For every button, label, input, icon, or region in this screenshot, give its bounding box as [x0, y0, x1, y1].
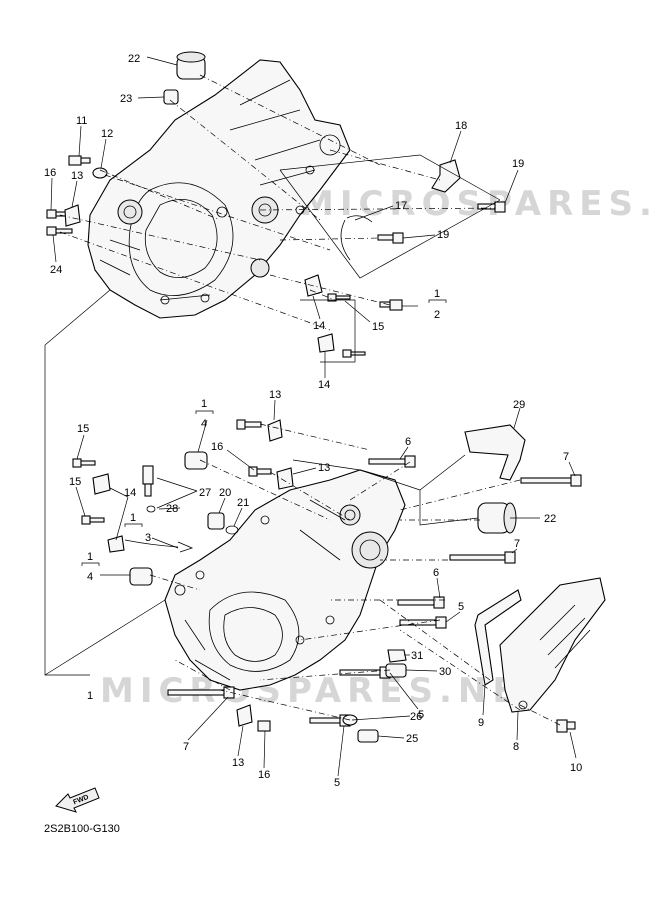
callout-22: 22: [128, 53, 140, 65]
callout-5: 5: [334, 777, 340, 789]
callout-23: 23: [120, 93, 132, 105]
group-brackets: [81, 299, 447, 566]
lower-centerlines: [149, 423, 561, 726]
callout-13: 13: [318, 462, 330, 474]
callout-1: 1: [87, 551, 93, 563]
callout-24: 24: [50, 264, 62, 276]
callout-13: 13: [71, 170, 83, 182]
callout-1: 1: [87, 690, 93, 702]
callout-leaders: [50, 56, 577, 777]
callout-12: 12: [101, 128, 113, 140]
fwd-arrow-icon: FWD: [55, 787, 100, 813]
callout-18: 18: [455, 120, 467, 132]
callout-1: 1: [201, 398, 207, 410]
callout-13: 13: [232, 757, 244, 769]
callout-14: 14: [313, 320, 325, 332]
callout-7: 7: [183, 741, 189, 753]
callout-1: 1: [130, 512, 136, 524]
callout-30: 30: [439, 666, 451, 678]
callout-16: 16: [44, 167, 56, 179]
diagram-code: 2S2B100-G130: [44, 823, 120, 835]
callout-17: 17: [395, 200, 407, 212]
callout-4: 4: [87, 571, 93, 583]
group-line-1: [44, 289, 166, 676]
callout-5: 5: [418, 709, 424, 721]
callout-7: 7: [563, 451, 569, 463]
callout-22: 22: [544, 513, 556, 525]
callout-21: 21: [237, 497, 249, 509]
callout-25: 25: [406, 733, 418, 745]
callout-5: 5: [458, 601, 464, 613]
callout-3: 3: [145, 532, 151, 544]
callout-14: 14: [124, 487, 136, 499]
callout-16: 16: [258, 769, 270, 781]
callout-15: 15: [69, 476, 81, 488]
callout-4: 4: [201, 418, 207, 430]
callout-6: 6: [433, 567, 439, 579]
callout-29: 29: [513, 399, 525, 411]
callout-6: 6: [405, 436, 411, 448]
callout-2: 2: [434, 309, 440, 321]
upper-centerlines: [59, 74, 496, 331]
watermark-upper: MICROSPARES.NET: [300, 184, 651, 224]
upper-boundary-lines: [279, 154, 501, 363]
callout-numbers: 22 23 11 12 18 19 16 13 17 19 24 1 2 14 …: [44, 53, 582, 789]
callout-15: 15: [77, 423, 89, 435]
crankcase-right-half: [87, 59, 351, 319]
callout-10: 10: [570, 762, 582, 774]
callout-8: 8: [513, 741, 519, 753]
callout-19: 19: [512, 158, 524, 170]
callout-31: 31: [411, 650, 423, 662]
callout-15: 15: [372, 321, 384, 333]
callout-26: 26: [410, 711, 422, 723]
callout-7: 7: [514, 538, 520, 550]
callout-14: 14: [318, 379, 330, 391]
callout-13: 13: [269, 389, 281, 401]
callout-11: 11: [76, 115, 87, 127]
callout-16: 16: [211, 441, 223, 453]
callout-1: 1: [434, 288, 440, 300]
callout-9: 9: [478, 717, 484, 729]
callout-28: 28: [166, 503, 178, 515]
callout-20: 20: [219, 487, 231, 499]
callout-19: 19: [437, 229, 449, 241]
callout-27: 27: [199, 487, 211, 499]
crankcase-left-half: [164, 469, 406, 691]
lower-boundary-lines: [292, 454, 479, 526]
